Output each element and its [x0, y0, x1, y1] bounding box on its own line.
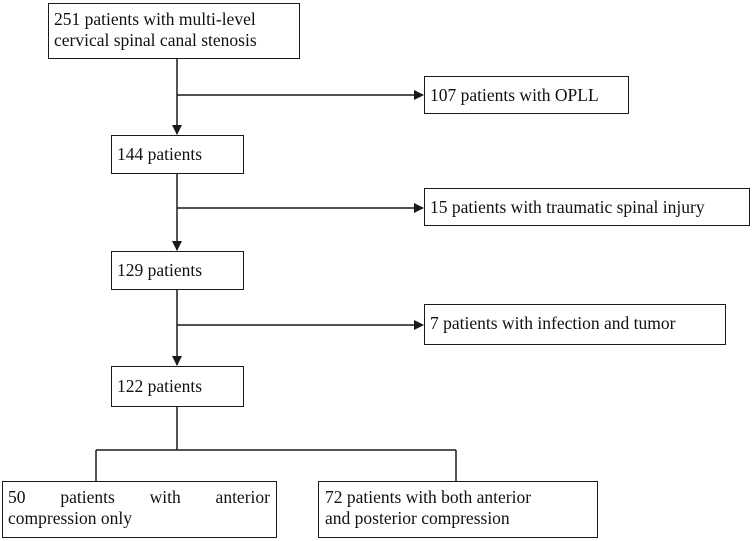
word: patients [60, 487, 115, 507]
group-anterior-line-1: 50 patients with anterior [8, 487, 270, 508]
initial-cohort-line-1: 251 patients with multi-level [54, 9, 256, 29]
group-both-line-1: 72 patients with both anterior [325, 487, 532, 507]
word: with [149, 487, 181, 507]
group-anterior-line-2: compression only [8, 508, 132, 528]
step-144-label: 144 patients [117, 144, 203, 164]
initial-cohort-box: 251 patients with multi-level cervical s… [48, 3, 300, 59]
step-144-patients-box: 144 patients [111, 135, 244, 174]
exclusion-opll-label: 107 patients with OPLL [430, 85, 599, 105]
exclusion-infection-box: 7 patients with infection and tumor [424, 304, 726, 345]
group-both-line-2: and posterior compression [325, 508, 510, 528]
step-129-patients-box: 129 patients [111, 251, 244, 290]
initial-cohort-line-2: cervical spinal canal stenosis [54, 30, 257, 50]
step-129-label: 129 patients [117, 260, 203, 280]
exclusion-trauma-label: 15 patients with traumatic spinal injury [430, 197, 705, 217]
group-anterior-only-box: 50 patients with anterior compression only [2, 481, 277, 538]
word: anterior [215, 487, 270, 507]
exclusion-infection-label: 7 patients with infection and tumor [430, 313, 676, 333]
word: 50 [8, 487, 26, 507]
exclusion-trauma-box: 15 patients with traumatic spinal injury [424, 188, 750, 226]
group-anterior-posterior-box: 72 patients with both anterior and poste… [318, 481, 598, 538]
exclusion-opll-box: 107 patients with OPLL [424, 76, 629, 114]
step-122-label: 122 patients [117, 376, 203, 396]
step-122-patients-box: 122 patients [111, 366, 244, 407]
